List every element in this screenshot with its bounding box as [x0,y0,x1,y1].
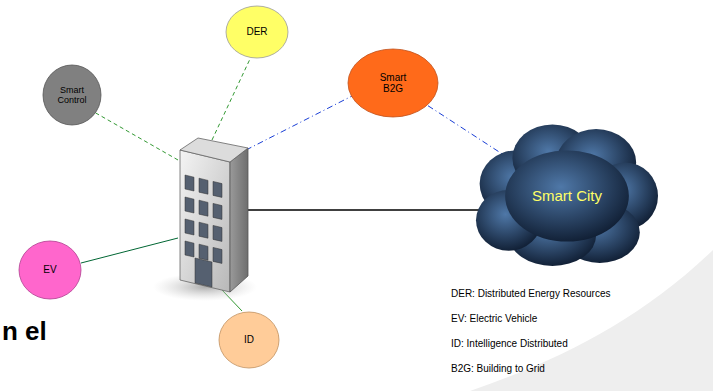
node-label: Smart B2G [373,72,413,95]
b2g-link [246,96,352,150]
ev-link [81,238,178,263]
building-window [185,219,194,235]
ellipse-outline [43,65,101,125]
ellipse-outline [19,241,81,299]
building-window [185,197,194,213]
building-window [185,241,194,257]
id-ellipse: ID [218,311,280,369]
legend-note: B2G: Building to Grid [451,363,545,374]
node-label: EV [30,264,70,276]
ellipse-outline [219,312,279,368]
b2g-ellipse: Smart B2G [347,48,439,118]
city-link [248,209,482,211]
control-link [94,112,178,160]
slide-text-fragment: n el [2,316,47,347]
ellipse-outline [226,6,288,58]
b2g-city-connector [428,106,504,155]
node-label: Smart City [517,187,617,204]
building-window [213,247,222,263]
node-label: ID [229,334,269,346]
legend-note: ID: Intelligence Distributed [451,338,568,349]
building-window [199,178,208,194]
building-window [199,200,208,216]
building-window [185,175,194,191]
building-window [213,203,222,219]
der-link [212,59,250,140]
building-window [199,222,208,238]
control-ellipse: Smart Control [42,64,102,126]
legend-note: EV: Electric Vehicle [451,313,537,324]
building-window [199,244,208,260]
legend-note: DER: Distributed Energy Resources [451,288,611,299]
node-label: DER [237,26,277,38]
node-label: Smart Control [52,85,92,106]
building-door [195,258,212,287]
ellipse-outline [348,49,438,117]
building [153,138,257,301]
cloud-puff [505,150,629,241]
building-window [213,225,222,241]
der-ellipse: DER [225,5,289,59]
building-window [213,181,222,197]
ev-ellipse: EV [18,240,82,300]
city-cloud: Smart City [476,120,658,272]
